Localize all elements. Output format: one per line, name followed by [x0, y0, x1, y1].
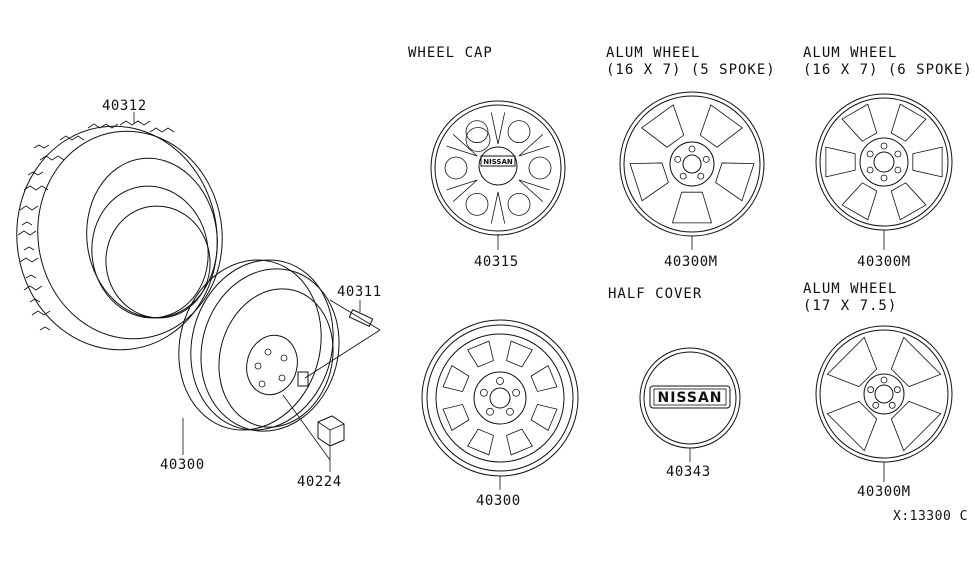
tire-drawing — [16, 112, 223, 351]
part-number-alum-5spoke: 40300M — [664, 254, 718, 270]
alum-17-title: ALUM WHEEL — [803, 281, 898, 297]
alum-17-drawing — [815, 325, 953, 482]
alum-6spoke-title: ALUM WHEEL — [803, 45, 898, 61]
part-number-wheel-cap: 40315 — [474, 254, 519, 270]
part-number-styled-steel: 40300 — [476, 493, 521, 509]
part-number-valve: 40311 — [337, 284, 382, 300]
steel-wheel-drawing — [178, 259, 381, 472]
part-number-alum-6spoke: 40300M — [857, 254, 911, 270]
alum-6spoke-size: (16 X 7) (6 SPOKE) — [803, 62, 973, 78]
wheel-cap-emblem: NISSAN — [483, 158, 513, 166]
alum-5spoke-size: (16 X 7) (5 SPOKE) — [606, 62, 776, 78]
wheel-cap-title: WHEEL CAP — [408, 45, 493, 61]
half-cover-title: HALF COVER — [608, 286, 703, 302]
half-cover-drawing — [639, 347, 741, 462]
diagram-code: X:13300 C — [893, 509, 968, 524]
part-number-tire: 40312 — [102, 98, 147, 114]
part-number-alum-17: 40300M — [857, 484, 911, 500]
half-cover-emblem: NISSAN — [657, 390, 722, 406]
part-number-steel-wheel: 40300 — [160, 457, 205, 473]
styled-steel-wheel-drawing — [421, 319, 579, 490]
alum-5spoke-drawing — [619, 91, 765, 250]
wheel-cap-drawing — [430, 100, 566, 250]
alum-5spoke-title: ALUM WHEEL — [606, 45, 701, 61]
alum-17-size: (17 X 7.5) — [803, 298, 898, 314]
part-number-nut: 40224 — [297, 474, 342, 490]
part-number-half-cover: 40343 — [666, 464, 711, 480]
alum-6spoke-drawing — [815, 93, 953, 250]
